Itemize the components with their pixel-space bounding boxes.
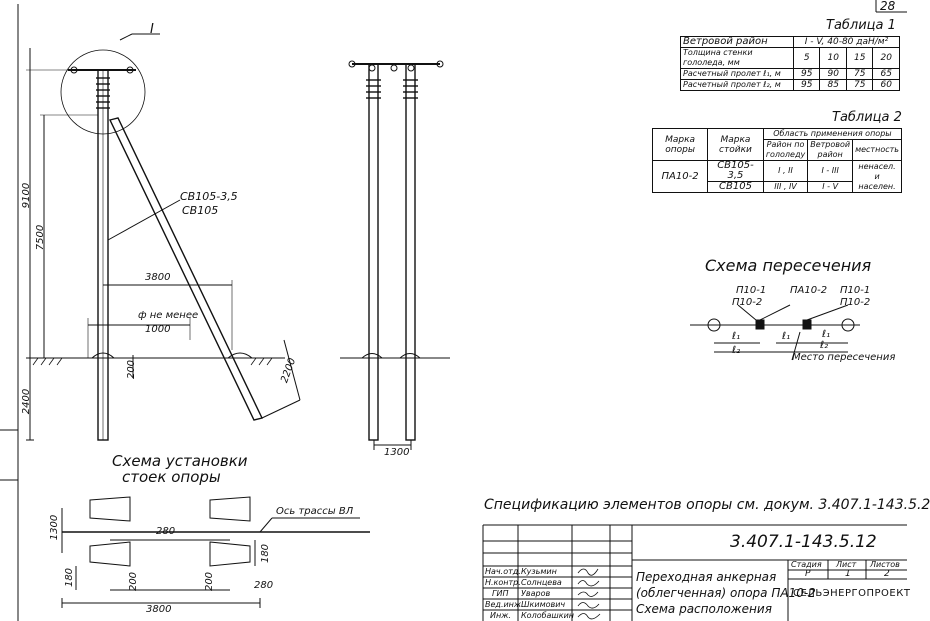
table-cell: населен. <box>858 181 896 191</box>
table-cell: III , IV <box>762 181 809 193</box>
sheet-number: 28 <box>880 0 896 13</box>
role-label: ГИП <box>492 589 509 598</box>
title-line: Переходная анкерная <box>636 570 777 584</box>
stage-label: Стадия <box>791 560 822 569</box>
role-label: Вед.инж. <box>485 600 524 609</box>
crossing-title: Схема пересечения <box>705 256 872 275</box>
span-label: ℓ₁ <box>732 331 741 342</box>
terrain-cell: ненасел. и населен. <box>852 160 902 193</box>
dim-spread: 3800 <box>145 272 171 283</box>
install-title-line1: Схема установки <box>112 452 248 470</box>
person-name: Колобашкин <box>521 611 574 620</box>
role-label: Инж. <box>490 611 511 620</box>
table-cell: I , II <box>762 160 809 182</box>
table-cell: и <box>874 171 880 181</box>
table-cell: 60 <box>872 79 900 91</box>
table-row: Толщина стенки гололеда, мм 5 10 15 20 <box>680 47 900 69</box>
table-row: Расчетный пролет ℓ₂, м 95 85 75 60 <box>680 79 900 91</box>
signature <box>577 602 600 609</box>
table-cell: 95 <box>792 79 821 91</box>
drawing-linework <box>0 0 907 621</box>
sheets-label: Листов <box>870 560 900 569</box>
span-label: ℓ₂ <box>732 345 741 356</box>
table2: Марка опоры Марка стойки Область примене… <box>651 128 903 193</box>
doc-code: 3.407.1-143.5.12 <box>730 532 877 552</box>
header-mark-support: Марка опоры <box>651 128 709 161</box>
crossing-label: П10-2 <box>732 297 763 308</box>
signature <box>577 568 599 576</box>
table-row: ПА10-2 СВ105-3,5 I , II I - III ненасел.… <box>651 160 902 193</box>
span-label: ℓ₁ <box>822 329 831 340</box>
table1-title: Таблица 1 <box>826 18 896 33</box>
crossing-label: П10-2 <box>840 297 871 308</box>
signatures <box>577 568 601 620</box>
install-title-line2: стоек опоры <box>122 468 221 486</box>
post-label: СВ105-3,5 <box>180 190 238 203</box>
stage-value: Р <box>805 569 811 579</box>
table-cell: ненасел. <box>858 161 896 171</box>
dim-min-value: 1000 <box>145 324 171 335</box>
role-label: Нач.отд. <box>485 567 521 576</box>
crossing-place-label: Место пересечения <box>792 352 896 363</box>
dim-min-label: ф не менее <box>138 310 199 321</box>
detail-mark: I <box>150 22 154 37</box>
title-line: (облегченная) опора ПА10-2 <box>636 586 816 600</box>
organization: СЕЛЬЭНЕРГОПРОЕКТ <box>793 588 911 599</box>
support-mark: ПА10-2 <box>651 160 709 193</box>
table-row: Ветровой район I - V, 40-80 даН/м² <box>680 36 900 48</box>
install-dim: 280 <box>156 526 176 537</box>
table-row: Расчетный пролет ℓ₁, м 95 90 75 65 <box>680 68 900 80</box>
person-name: Солнцева <box>521 578 562 587</box>
sheets-value: 2 <box>884 569 890 579</box>
title-line: Схема расположения <box>636 602 772 616</box>
span-label: ℓ₁ <box>782 331 791 342</box>
sheet-label: Лист <box>836 560 857 569</box>
signature <box>577 580 600 587</box>
crossing-label: П10-1 <box>736 285 767 296</box>
dim-side: 1300 <box>384 447 410 458</box>
table2-title: Таблица 2 <box>832 110 902 125</box>
crossing-label: ПА10-2 <box>790 285 828 296</box>
table1: Ветровой район I - V, 40-80 даН/м² Толщи… <box>680 36 900 91</box>
crossing-label: П10-1 <box>840 285 871 296</box>
table-row: Район по гололеду Ветровой район местнос… <box>653 139 902 161</box>
span-label: ℓ₂ <box>820 340 829 351</box>
table-cell: I - V <box>807 181 854 193</box>
sheet-value: 1 <box>845 569 851 579</box>
table-cell: 75 <box>845 79 874 91</box>
table-row: СВ105 III , IV I - V <box>653 181 902 193</box>
axis-label: Ось трассы ВЛ <box>276 506 354 517</box>
signature <box>577 591 599 597</box>
person-name: Кузьмин <box>521 567 557 576</box>
spec-note: Спецификацию элементов опоры см. докум. … <box>484 497 930 513</box>
table-cell: 85 <box>819 79 847 91</box>
person-name: Уваров <box>521 589 551 598</box>
person-name: Шкимович <box>521 600 566 609</box>
table-cell: СВ105 <box>707 181 764 193</box>
role-label: Н.контр. <box>485 578 521 587</box>
install-dim: 280 <box>254 580 274 591</box>
signature <box>577 613 601 620</box>
install-dim: 3800 <box>146 604 172 615</box>
post-label: СВ105 <box>182 204 219 217</box>
